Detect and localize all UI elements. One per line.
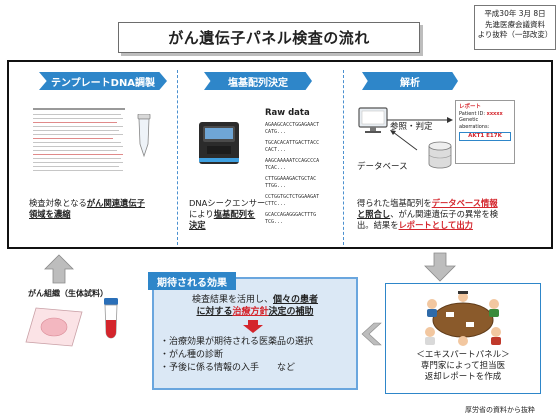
expected-effects-tab: 期待される効果 <box>148 272 236 290</box>
step-header-sequencing: 塩基配列決定 <box>204 72 312 90</box>
tissue-slide-icon <box>25 307 83 347</box>
report-title: レポート <box>459 104 482 110</box>
tissue-sample-label: がん組織（生体試料） <box>28 289 108 298</box>
step-desc-analysis: 得られた塩基配列をデータベース情報 と照合し、がん関連遺伝子の異常を検 出。結果… <box>357 198 499 230</box>
source-note-date: 平成30年 3月 8日 <box>484 9 546 18</box>
blood-tube-icon <box>104 298 118 339</box>
report-aberrations-label: aberrations: <box>459 123 490 130</box>
step-header-analysis: 解析 <box>362 72 458 90</box>
step-header-dna-prep: テンプレートDNA調製 <box>39 72 167 90</box>
list-item: ・治療効果が期待される医薬品の選択 <box>160 337 314 347</box>
reference-judgement-label: 参照・判定 <box>390 122 433 132</box>
process-frame: テンプレートDNA調製 塩基配列決定 解析 Raw data AGAAGCA <box>7 60 553 249</box>
raw-data-title: Raw data <box>265 108 310 118</box>
expected-effects-list: ・治療効果が期待される医薬品の選択 ・がん種の診断 ・予後に係る情報の入手 など <box>160 336 313 375</box>
column-divider <box>177 70 178 245</box>
credit-note: 厚労省の資料から抜粋 <box>465 406 535 414</box>
database-icon <box>428 141 452 169</box>
database-label: データベース <box>357 162 408 172</box>
step-desc-sequencing: DNAシークエンサー により塩基配列を 決定 <box>189 198 266 230</box>
column-divider <box>343 70 344 245</box>
down-arrow-icon <box>424 252 456 282</box>
flow-arrows-icon <box>387 117 453 151</box>
report-mutation: AKT1 E17K <box>459 132 511 141</box>
dna-sequencer-icon <box>199 122 239 164</box>
step-desc-dna-prep: 検査対象となるがん関連遺伝子 領域を濃縮 <box>29 198 145 219</box>
page-title: がん遺伝子パネル検査の流れ <box>168 29 370 47</box>
gene-list-sheet-icon <box>33 108 125 174</box>
list-item: ・予後に係る情報の入手 など <box>160 363 296 373</box>
list-item: ・がん種の診断 <box>160 350 224 360</box>
expert-panel-title: ＜エキスパートパネル＞ <box>416 350 510 360</box>
report-patient-id: Patient ID: xxxxx <box>459 110 503 117</box>
source-note: 平成30年 3月 8日 先進医療会議資料 より抜粋（一部改変） <box>474 5 556 50</box>
sample-tube-icon <box>137 114 151 158</box>
left-arrow-icon <box>361 322 382 346</box>
expected-effects-summary: 検査結果を活用し、個々の患者 に対する治療方針決定の補助 <box>191 295 319 317</box>
source-note-excerpt: より抜粋（一部改変） <box>477 30 553 39</box>
report-card: レポート Patient ID: xxxxx Genetic aberratio… <box>455 100 515 164</box>
report-genetic-label: Genetic <box>459 117 479 123</box>
up-arrow-icon <box>44 254 74 284</box>
red-down-arrow-icon <box>243 320 263 333</box>
meeting-table-icon <box>425 291 501 346</box>
title-box: がん遺伝子パネル検査の流れ <box>118 22 420 53</box>
expected-effects-panel <box>152 277 358 390</box>
computer-monitor-icon <box>358 107 388 133</box>
source-note-meeting: 先進医療会議資料 <box>485 19 545 29</box>
expert-panel-description: ＜エキスパートパネル＞ 専門家によって担当医 返却レポートを作成 <box>385 350 541 383</box>
